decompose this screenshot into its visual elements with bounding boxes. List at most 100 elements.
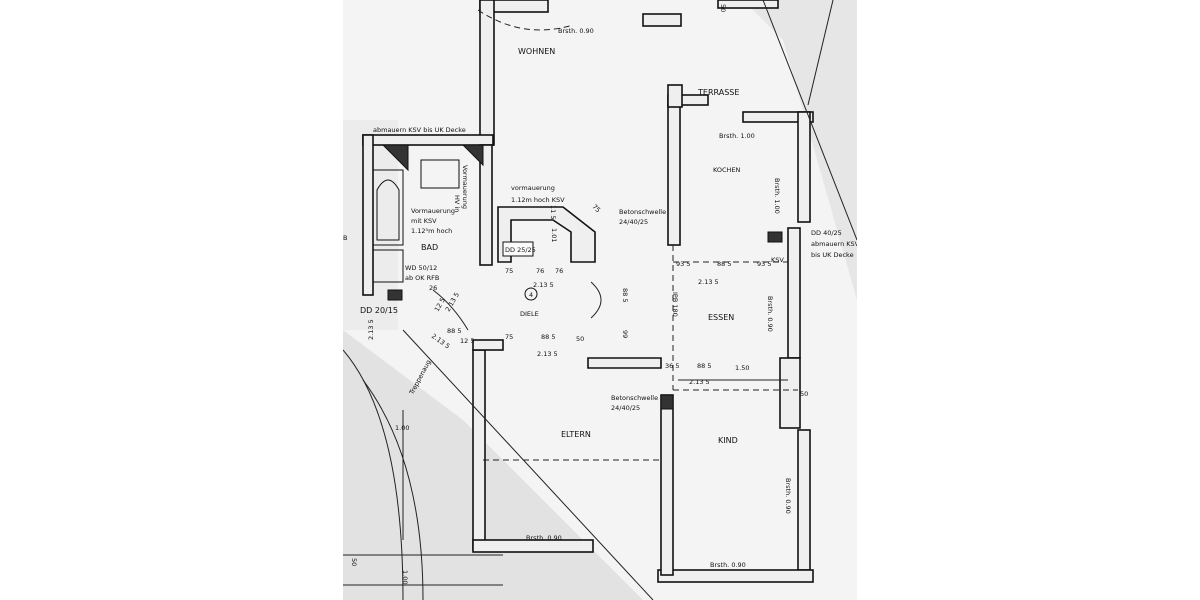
room-diele: DIELE <box>520 310 539 318</box>
dim-150: 1.50 <box>735 364 749 372</box>
circle-marker <box>524 287 538 301</box>
wall-bath-top <box>362 134 494 146</box>
dim-76-b: 76 <box>555 267 563 275</box>
dim-2135-f: 2.13 5 <box>689 378 710 386</box>
essen-dark-mark <box>660 394 674 410</box>
stair-curve-inner <box>362 379 424 600</box>
note-dd-25: DD 25/25 <box>505 246 536 254</box>
dim-2135-e: 2.13 5 <box>537 350 558 358</box>
wall-bath-left <box>362 134 374 296</box>
note-vormauerung-bad-1: Vormauerung <box>411 207 455 215</box>
floor-plan: WOHNEN TERRASSE KOCHEN ESSEN DIELE BAD E… <box>343 0 857 600</box>
room-kochen: KOCHEN <box>713 166 741 174</box>
brsth-kochen: Brsth. 1.00 <box>719 132 755 140</box>
dim-50-top: 50 <box>719 4 727 12</box>
note-hv-2: Vormauerung <box>461 165 469 209</box>
note-vormauerung-diele-1: vormauerung <box>511 184 555 192</box>
note-abmauern-top: abmauern KSV bis UK Decke <box>373 126 466 134</box>
dim-885-b: 88 5 <box>447 327 461 335</box>
wall-eltern-left <box>472 349 486 551</box>
dim-2135-b: 2.13 5 <box>698 278 719 286</box>
note-dd-40-3: bis UK Decke <box>811 251 854 259</box>
dim-125-b: 12 5 <box>460 337 474 345</box>
wall-terrasse-vert <box>667 84 683 108</box>
dd-25-box <box>502 241 534 257</box>
dim-50-b: 50 <box>576 335 584 343</box>
dim-50-d: 50 <box>350 558 358 566</box>
wall-wohnen-kochen <box>667 104 681 246</box>
brsth-essen-side: Brsth. 0.90 <box>766 296 774 332</box>
note-hv-1: HV in <box>453 195 461 212</box>
wall-wohnen-left <box>479 0 495 146</box>
dim-935-b: 93 5 <box>757 260 771 268</box>
basin <box>420 159 460 189</box>
paper-fold-bottom-left <box>343 330 643 600</box>
room-eltern: ELTERN <box>561 430 591 439</box>
wall-bath-right <box>479 144 493 266</box>
wall-kochen-right <box>797 111 811 223</box>
room-essen: ESSEN <box>708 313 734 322</box>
room-bad: BAD <box>421 243 438 252</box>
note-ksv: KSV <box>771 256 784 264</box>
dim-99: 99 <box>621 330 629 338</box>
dim-50-c: 50 <box>800 390 808 398</box>
note-betonschwelle-2b: 24/40/25 <box>611 404 640 412</box>
dim-75-b: 75 <box>505 333 513 341</box>
dim-100-b: 1.00 <box>401 570 409 584</box>
dim-2135-a: 2.13 5 <box>533 281 554 289</box>
vormauerung-block <box>497 206 596 263</box>
dim-365: 36 5 <box>665 362 679 370</box>
wall-eltern-kind <box>660 394 674 576</box>
brsth-kochen-side: Brsth. 1.00 <box>773 178 781 214</box>
dim-75-a: 75 <box>505 267 513 275</box>
wall-eltern-bottom <box>472 539 594 553</box>
door-arc-2 <box>477 9 574 31</box>
bathtub <box>372 169 404 246</box>
diele-arc <box>590 281 602 319</box>
wall-eltern-top <box>587 357 662 369</box>
bathtub-inner <box>376 179 400 241</box>
bath-lower-dark <box>387 289 403 301</box>
dim-26: 26 <box>429 284 437 292</box>
wall-top-mid <box>642 13 682 27</box>
wall-kind-right-lower <box>797 429 811 571</box>
note-betonschwelle-1b: 24/40/25 <box>619 218 648 226</box>
kochen-ksv-mark <box>767 231 783 243</box>
wall-kind-right-upper <box>779 357 801 429</box>
note-vormauerung-diele-2: 1.12m hoch KSV <box>511 196 565 204</box>
note-ipb: IPB 180 <box>671 292 679 317</box>
note-dd-40-1: DD 40/25 <box>811 229 842 237</box>
dim-115: 11 5 <box>549 205 557 219</box>
note-vormauerung-bad-3: 1.12⁵m hoch <box>411 227 452 235</box>
floor-plan-sheet: WOHNEN TERRASSE KOCHEN ESSEN DIELE BAD E… <box>343 0 857 600</box>
stair-curve-outer <box>343 349 404 600</box>
wall-ext-diag-right <box>807 0 834 106</box>
dim-100-a: 1.00 <box>395 424 409 432</box>
dim-76: 76 <box>536 267 544 275</box>
wall-kind-bottom <box>657 569 814 583</box>
dim-885-c: 88 5 <box>541 333 555 341</box>
dim-1-01: 1.01 <box>550 228 558 242</box>
note-betonschwelle-2a: Betonschwelle <box>611 394 658 402</box>
door-arc-1 <box>432 289 469 331</box>
dim-935-a: 93 5 <box>676 260 690 268</box>
note-wd-2: ab OK RFB <box>405 274 439 282</box>
dim-2135-dd: 2.13 5 <box>367 319 375 340</box>
bath-wedge-2 <box>461 144 484 167</box>
dim-885-v: 88 5 <box>621 288 629 302</box>
note-dd-20: DD 20/15 <box>360 306 398 315</box>
note-wd-1: WD 50/12 <box>405 264 437 272</box>
brsth-top: Brsth. 0.90 <box>558 27 594 35</box>
diag-fold-2 <box>762 0 857 241</box>
brsth-kind-bottom: Brsth. 0.90 <box>710 561 746 569</box>
note-dd-40-2: abmauern KSV <box>811 240 857 248</box>
note-betonschwelle-1a: Betonschwelle <box>619 208 666 216</box>
bath-wedge-1 <box>381 144 409 172</box>
room-wohnen: WOHNEN <box>518 47 555 56</box>
circle-marker-num: 4 <box>529 291 533 299</box>
dim-885-a: 88 5 <box>717 260 731 268</box>
dim-885-d: 88 5 <box>697 362 711 370</box>
room-kind: KIND <box>718 436 738 445</box>
toilet-area <box>372 249 404 283</box>
paper-fold-top-right <box>743 0 857 300</box>
